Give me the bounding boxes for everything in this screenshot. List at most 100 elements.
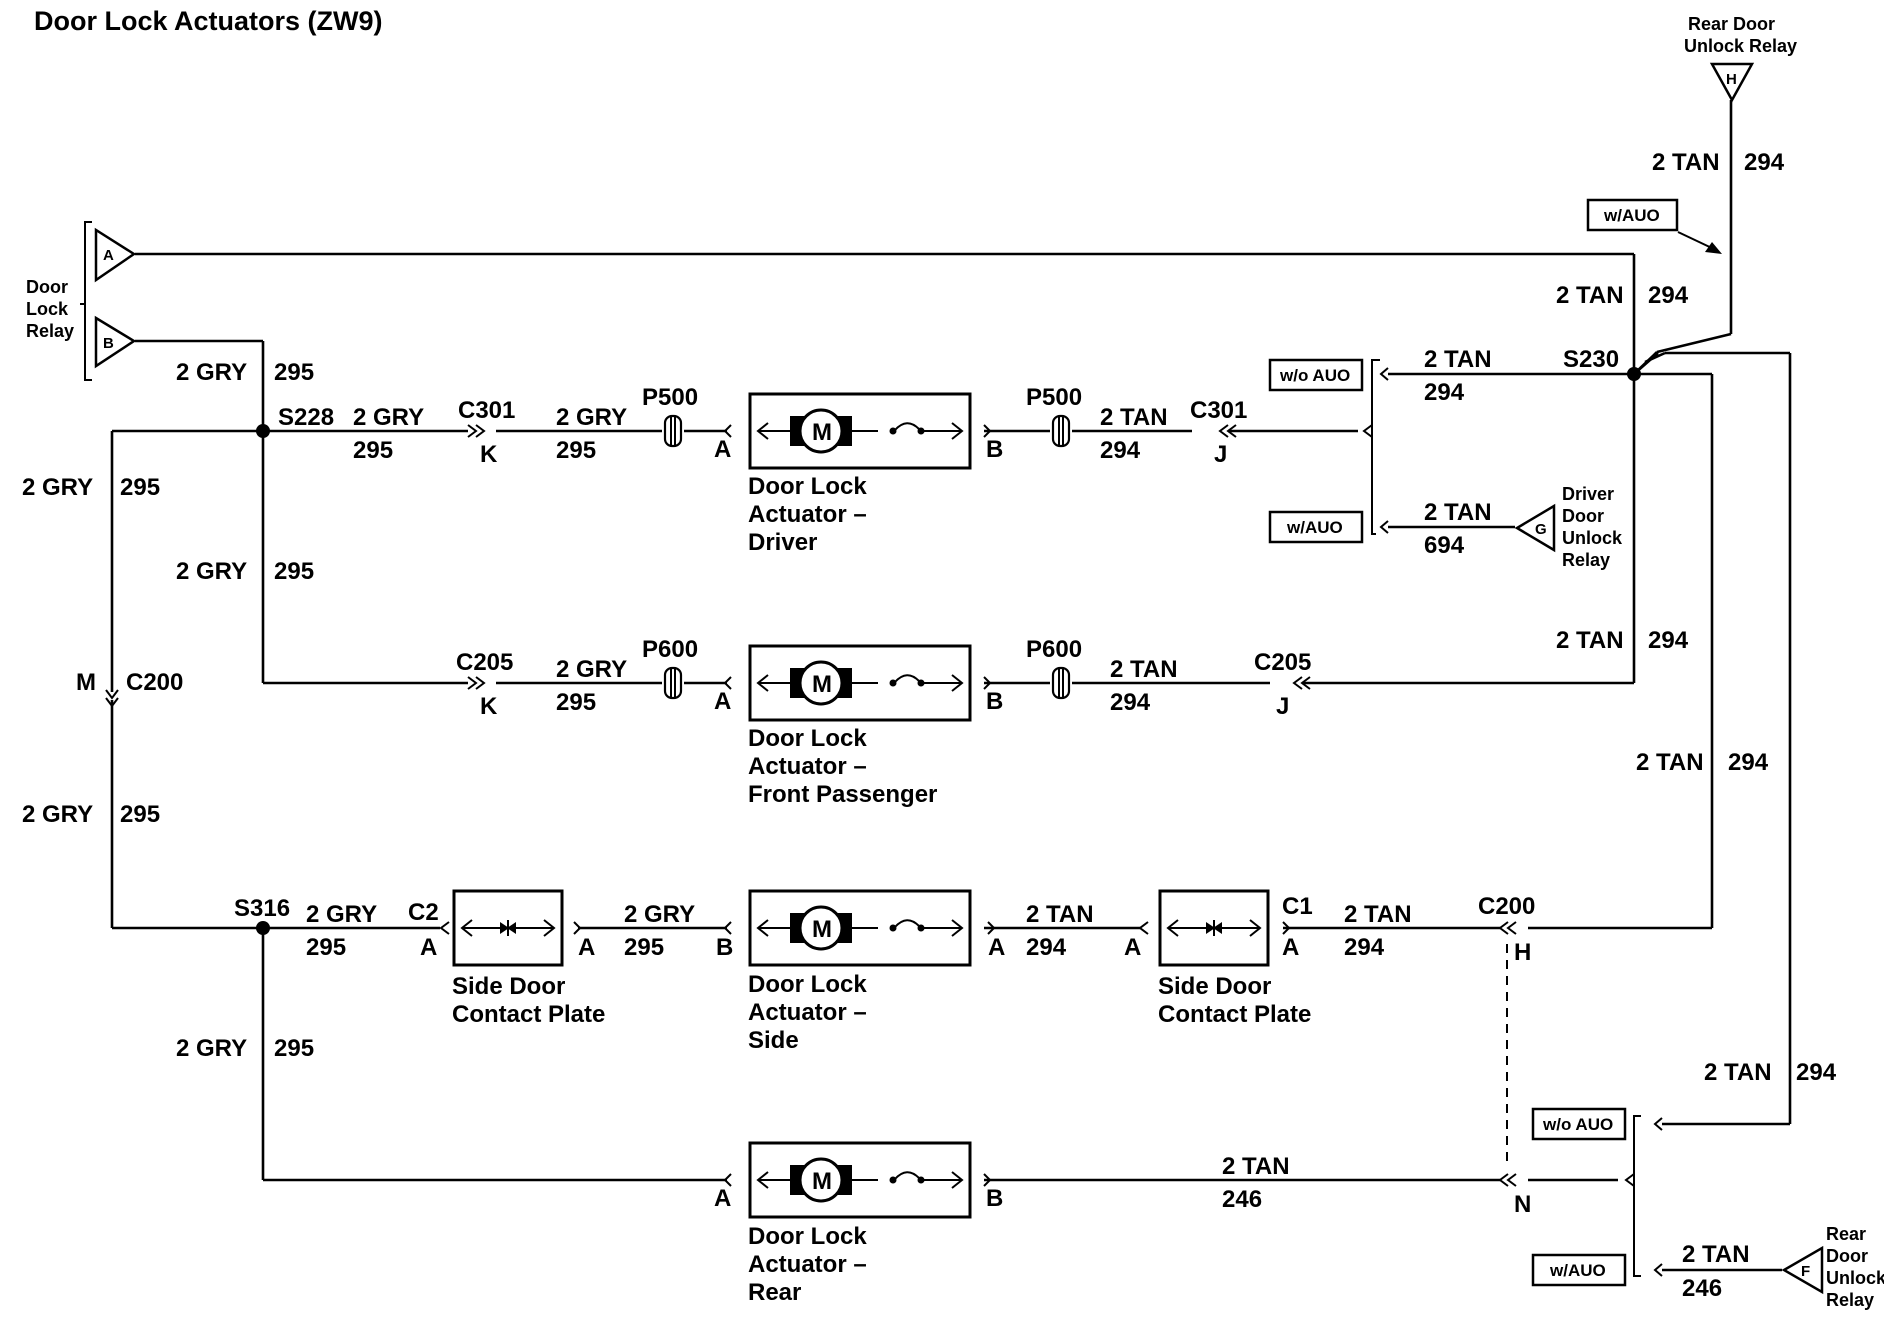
svg-text:2 TAN: 2 TAN: [1556, 282, 1624, 309]
svg-text:2 GRY: 2 GRY: [556, 404, 627, 431]
c205-right-pin: J: [1276, 693, 1289, 720]
svg-text:2 GRY: 2 GRY: [176, 1035, 247, 1062]
rear-relay-bottom-label-line-3: Unlock: [1826, 1268, 1884, 1288]
connector-chevrons: [105, 424, 1517, 1187]
c200-left-label: C200: [126, 669, 183, 696]
p600-right-label: P600: [1026, 636, 1082, 663]
driver-door-unlock-relay: G Driver Door Unlock Relay: [1514, 484, 1623, 570]
side-door-contact-plate-left: [452, 889, 564, 967]
c200-left-pin: M: [76, 669, 96, 696]
driver-pin-a: A: [714, 436, 731, 463]
svg-text:Side: Side: [748, 1027, 799, 1054]
rear-relay-bottom-label-line-2: Door: [1826, 1246, 1868, 1266]
motor-symbol: M: [812, 916, 832, 943]
svg-text:2 TAN: 2 TAN: [1026, 901, 1094, 928]
svg-text:Actuator –: Actuator –: [748, 753, 867, 780]
svg-text:2 GRY: 2 GRY: [176, 558, 247, 585]
c301-left-pin: K: [480, 441, 498, 468]
svg-text:w/AUO: w/AUO: [1603, 206, 1660, 225]
driver-relay-label-line-3: Unlock: [1562, 528, 1623, 548]
svg-text:2 GRY: 2 GRY: [556, 656, 627, 683]
svg-text:294: 294: [1026, 934, 1067, 961]
c2-pin-a: A: [420, 934, 437, 961]
rear-pin-a: A: [714, 1185, 731, 1212]
c1-pin-a: A: [1282, 934, 1299, 961]
svg-text:Door Lock: Door Lock: [748, 1223, 867, 1250]
rear-relay-bottom-pin-f: F: [1801, 1263, 1810, 1280]
c301-right-label: C301: [1190, 397, 1247, 424]
door-lock-relay-label-line-2: Lock: [26, 299, 69, 319]
svg-text:2 TAN: 2 TAN: [1344, 901, 1412, 928]
splice-s316-dot: [256, 921, 270, 935]
with-auo-callout-arrow: [1677, 231, 1722, 254]
svg-text:294: 294: [1728, 749, 1769, 776]
driver-pin-b: B: [986, 436, 1003, 463]
svg-text:2 GRY: 2 GRY: [176, 359, 247, 386]
p600-left-label: P600: [642, 636, 698, 663]
svg-text:w/o AUO: w/o AUO: [1542, 1115, 1613, 1134]
c205-left-label: C205: [456, 649, 513, 676]
svg-text:2 GRY: 2 GRY: [22, 474, 93, 501]
svg-text:294: 294: [1796, 1059, 1837, 1086]
option-brackets: [1362, 359, 1663, 1277]
splice-s228-label: S228: [278, 404, 334, 431]
splice-s230-dot: [1627, 367, 1641, 381]
svg-text:294: 294: [1424, 379, 1465, 406]
door-lock-actuator-rear: M: [748, 1141, 972, 1219]
plate-left-pin-a: A: [578, 934, 595, 961]
svg-text:246: 246: [1682, 1275, 1722, 1302]
svg-text:Contact Plate: Contact Plate: [452, 1001, 605, 1028]
c200-right-pin-n: N: [1514, 1191, 1531, 1218]
wire-labels: 2 TAN 294 2 TAN 294 2 GRY 295 2 GRY 295 …: [22, 149, 1837, 1302]
side-pin-a: A: [988, 934, 1005, 961]
plate-right-pin-a: A: [1124, 934, 1141, 961]
svg-text:w/AUO: w/AUO: [1286, 518, 1343, 537]
svg-text:Front Passenger: Front Passenger: [748, 781, 937, 808]
door-lock-relay-label-line-1: Door: [26, 277, 68, 297]
svg-text:295: 295: [120, 801, 160, 828]
actuator-captions: Door Lock Actuator – Driver Door Lock Ac…: [452, 473, 1311, 1306]
c2-label: C2: [408, 899, 439, 926]
svg-text:295: 295: [306, 934, 346, 961]
svg-text:Door Lock: Door Lock: [748, 725, 867, 752]
p500-right-connector: [1051, 414, 1071, 448]
svg-text:2 TAN: 2 TAN: [1704, 1059, 1772, 1086]
rear-relay-top-label-line-2: Unlock Relay: [1684, 36, 1797, 56]
svg-text:294: 294: [1648, 627, 1689, 654]
side-pin-b: B: [716, 934, 733, 961]
svg-text:2 TAN: 2 TAN: [1652, 149, 1720, 176]
svg-text:w/o AUO: w/o AUO: [1279, 366, 1350, 385]
relay-pin-b: B: [103, 335, 114, 352]
svg-text:Door Lock: Door Lock: [748, 473, 867, 500]
c205-left-pin: K: [480, 693, 498, 720]
door-lock-actuator-driver: M: [748, 392, 972, 470]
svg-text:2 GRY: 2 GRY: [306, 901, 377, 928]
passenger-pin-a: A: [714, 688, 731, 715]
svg-text:Door Lock: Door Lock: [748, 971, 867, 998]
door-lock-relay: A B Door Lock Relay: [26, 221, 137, 381]
splice-s230-label: S230: [1563, 346, 1619, 373]
p600-left-connector: [663, 666, 683, 700]
wires: [110, 100, 1792, 1272]
svg-text:295: 295: [274, 1035, 314, 1062]
svg-text:2 TAN: 2 TAN: [1222, 1153, 1290, 1180]
svg-text:2 GRY: 2 GRY: [624, 901, 695, 928]
svg-text:295: 295: [624, 934, 664, 961]
svg-text:Side Door: Side Door: [452, 973, 565, 1000]
svg-text:295: 295: [274, 359, 314, 386]
c301-right-pin: J: [1214, 441, 1227, 468]
option-w-auo-top: w/AUO: [1586, 198, 1679, 232]
splice-s316-label: S316: [234, 895, 290, 922]
svg-text:2 TAN: 2 TAN: [1110, 656, 1178, 683]
driver-relay-label-line-1: Driver: [1562, 484, 1614, 504]
motor-symbol: M: [812, 1168, 832, 1195]
p600-right-connector: [1051, 666, 1071, 700]
door-lock-actuator-side: M: [748, 889, 972, 967]
p500-left-label: P500: [642, 384, 698, 411]
rear-door-unlock-relay-bottom: F Rear Door Unlock Relay: [1781, 1224, 1884, 1310]
rear-relay-top-pin-h: H: [1726, 71, 1737, 88]
svg-text:2 TAN: 2 TAN: [1636, 749, 1704, 776]
rear-relay-bottom-label-line-4: Relay: [1826, 1290, 1874, 1310]
driver-relay-pin-g: G: [1535, 521, 1547, 538]
